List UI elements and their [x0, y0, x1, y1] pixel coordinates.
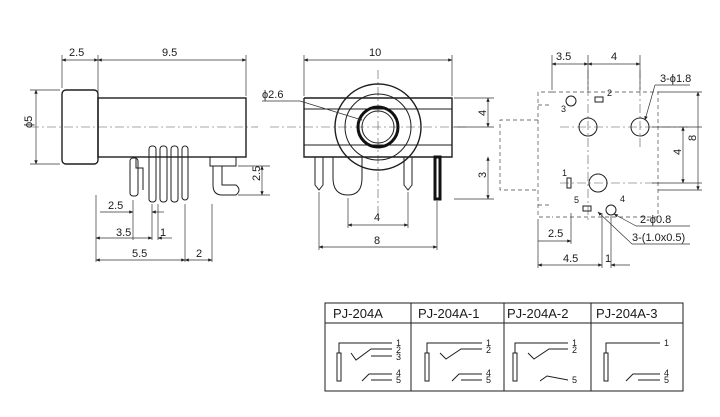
pin-a3-1: 1 — [664, 338, 669, 348]
top-dim-3: 2.5 — [548, 228, 563, 240]
side-dim-6: 1 — [160, 227, 166, 239]
side-dim-1: 2.5 — [69, 47, 84, 59]
front-dim-w1: 4 — [374, 212, 380, 224]
top-dim-4: 4.5 — [563, 253, 578, 265]
front-dim-w2: 8 — [374, 235, 380, 247]
side-dim-8: 2 — [196, 248, 202, 260]
top-dim-2: 4 — [611, 51, 617, 63]
side-dim-dia: ϕ5 — [23, 116, 35, 128]
side-dim-5: 3.5 — [116, 227, 131, 239]
pin-label-2: 2 — [607, 88, 612, 98]
table-header-2: PJ-204A-2 — [507, 306, 568, 321]
top-dim-5: 1 — [605, 253, 611, 265]
front-dim-h2: 3 — [477, 172, 489, 178]
pin-a1-2: 2 — [486, 345, 491, 355]
schematic-pj-204a-2: 1 2 5 — [512, 338, 577, 385]
table-header-1: PJ-204A-1 — [418, 306, 479, 321]
top-dim-h2: 8 — [687, 135, 699, 141]
table-header-3: PJ-204A-3 — [596, 306, 657, 321]
front-dim-hole: ϕ2.6 — [262, 89, 283, 101]
side-dim-7: 5.5 — [132, 248, 147, 260]
pin-label-1: 1 — [562, 168, 567, 178]
schematic-pj-204a-3: 1 4 5 — [603, 338, 669, 385]
pin-a-1: 1 — [396, 338, 401, 348]
pin-a-5: 5 — [396, 375, 401, 385]
top-dim-holes: 3-ϕ1.8 — [660, 73, 691, 85]
pin-a2-1: 1 — [572, 338, 577, 348]
pin-a-4: 4 — [396, 368, 401, 378]
pin-a3-4: 4 — [664, 368, 669, 378]
pin-a1-1: 1 — [486, 338, 491, 348]
front-view: 10 ϕ2.6 4 3 4 8 — [262, 47, 494, 250]
pin-label-3: 3 — [561, 104, 566, 114]
front-dim-h1: 4 — [477, 110, 489, 116]
side-dim-4: 2.5 — [108, 200, 123, 212]
top-dim-1: 3.5 — [556, 51, 571, 63]
pin-a2-2: 2 — [572, 345, 577, 355]
front-dim-width: 10 — [369, 47, 381, 59]
model-table: PJ-204A PJ-204A-1 PJ-204A-2 PJ-204A-3 1 … — [324, 302, 684, 392]
side-view: 2.5 9.5 ϕ5 2.5 2.5 3.5 1 5.5 2 — [23, 47, 270, 262]
pin-a2-5: 5 — [572, 375, 577, 385]
top-dim-slots: 3-(1.0x0.5) — [632, 232, 685, 244]
pin-a-3: 3 — [396, 352, 401, 362]
top-dim-pins: 2-ϕ0.8 — [640, 214, 671, 226]
top-dim-h1: 4 — [672, 149, 684, 155]
pin-label-5: 5 — [574, 195, 579, 205]
pin-a-2: 2 — [396, 345, 401, 355]
schematic-pj-204a-1: 1 2 4 5 — [424, 338, 491, 385]
pin-a1-4: 4 — [486, 368, 491, 378]
table-header-0: PJ-204A — [333, 306, 383, 321]
side-dim-3: 2.5 — [251, 166, 263, 181]
pin-a3-5: 5 — [664, 375, 669, 385]
side-dim-2: 9.5 — [162, 47, 177, 59]
pin-a1-5: 5 — [486, 375, 491, 385]
schematic-pj-204a: 1 2 3 4 5 — [336, 338, 401, 385]
top-view: 3 2 1 5 4 3.5 4 3-ϕ1.8 4 — [499, 51, 702, 268]
pin-label-4: 4 — [620, 194, 625, 204]
